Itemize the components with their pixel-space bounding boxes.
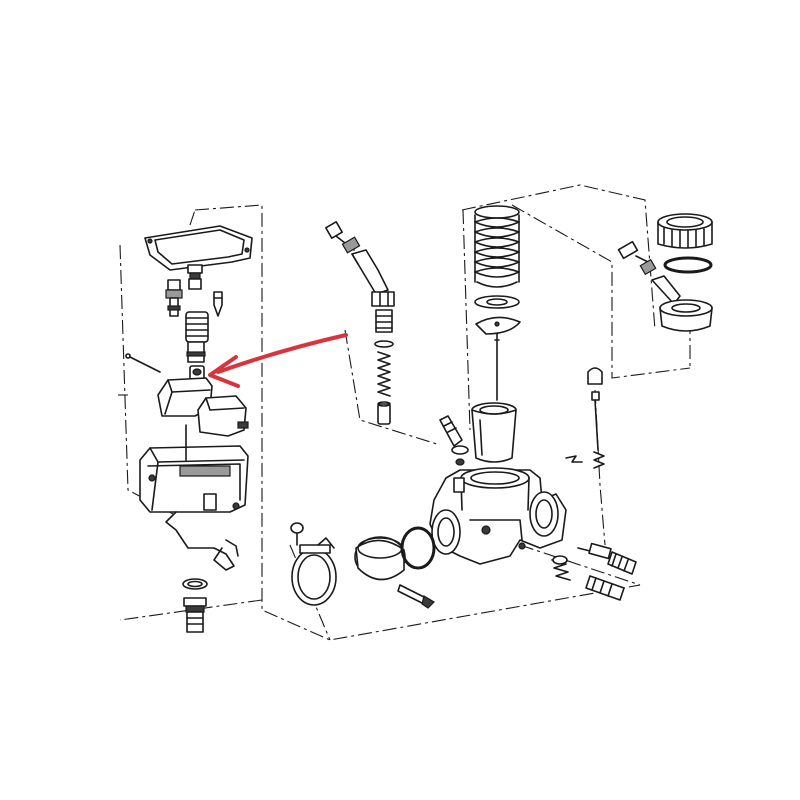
main-jet: [165, 279, 183, 317]
bowl-retaining-clip: [165, 511, 239, 571]
intake-sleeve: [354, 536, 406, 581]
throttle-stop-spring: [551, 555, 571, 581]
choke-cap-ring: [657, 213, 713, 249]
float-bowl-gasket: [144, 225, 253, 271]
enrichener-body: [374, 309, 394, 348]
cable-guide-tube: [351, 249, 389, 295]
idle-speed-clip: [565, 455, 583, 463]
clamp-screw: [290, 522, 304, 546]
fuel-inlet-fitting: [187, 264, 203, 290]
jet-needle: [494, 333, 500, 401]
choke-o-ring: [663, 256, 713, 274]
cable-adjuster-top: [325, 221, 361, 254]
float-right: [197, 395, 249, 437]
choke-adjuster: [617, 240, 657, 276]
idle-mixture-screw: [577, 542, 637, 575]
needle-jet: [185, 311, 209, 363]
throttle-slide: [471, 402, 517, 463]
drain-plug-washer: [182, 578, 208, 590]
enrichener-spring: [377, 351, 391, 397]
spring-seat: [474, 295, 520, 309]
float-needle: [213, 291, 223, 317]
slide-spring: [474, 205, 520, 288]
cable-nut: [371, 291, 395, 307]
idle-jet: [439, 415, 469, 466]
highlight-arrow: [208, 333, 348, 388]
choke-cable-guide: [651, 275, 681, 305]
intake-o-ring: [400, 526, 436, 570]
carburetor-body: [429, 467, 567, 565]
needle-clip-plate: [475, 316, 521, 335]
drain-plug: [183, 597, 207, 633]
idle-speed-cap: [587, 367, 603, 385]
float-pin: [125, 353, 161, 373]
idle-speed-rod: [591, 391, 600, 451]
intake-clamp: [291, 537, 337, 606]
choke-cover: [659, 299, 713, 332]
body-mount-screw: [397, 584, 435, 609]
enrichener-plunger: [377, 401, 391, 425]
throttle-stop-screw: [585, 575, 625, 601]
float-needle-seat: [189, 365, 205, 381]
idle-speed-spring: [593, 451, 605, 469]
float-bowl: [139, 424, 249, 513]
